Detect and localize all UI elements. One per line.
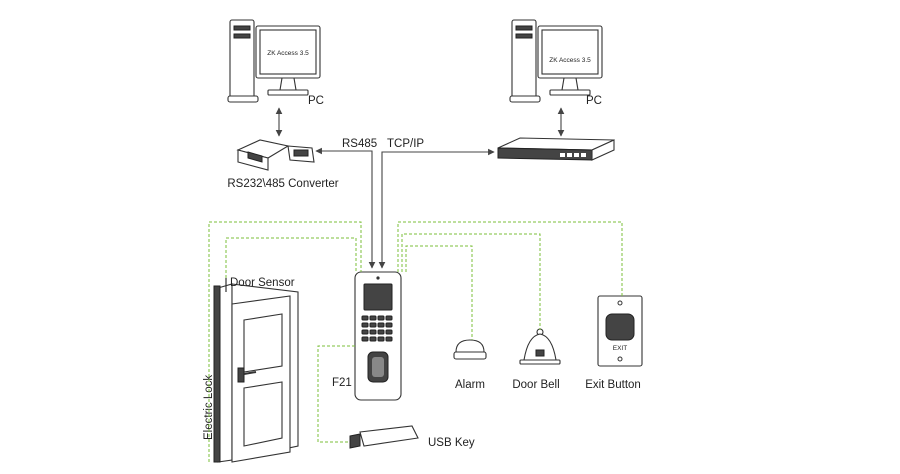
exit-button-label: Exit Button xyxy=(585,379,641,391)
pc-right-label: PC xyxy=(586,95,602,107)
pc-left: ZK Access 3.5 PC xyxy=(227,19,324,107)
exit-screw xyxy=(617,356,623,362)
rs232-485-converter: RS232\485 Converter xyxy=(227,139,339,190)
door-bell-label: Door Bell xyxy=(512,379,559,391)
rs485-line xyxy=(315,147,376,269)
exit-press-button xyxy=(605,313,635,341)
door-panel-lower xyxy=(243,381,283,447)
terminal-sensor xyxy=(376,276,380,280)
switch-port xyxy=(567,153,572,157)
pc-left-label: PC xyxy=(308,95,324,107)
alarm-base xyxy=(453,351,487,360)
pc-right-tower xyxy=(511,19,537,101)
pc-right-drive xyxy=(515,25,533,31)
wire-alarm xyxy=(405,245,473,340)
pc-right-screen xyxy=(541,29,599,75)
converter-port xyxy=(247,151,263,163)
door-panel-upper xyxy=(243,313,283,373)
tcpip-line xyxy=(378,148,495,269)
wire-electric-lock xyxy=(208,221,362,462)
door-sensor-label: Door Sensor xyxy=(230,277,295,289)
pc-left-drive xyxy=(233,33,251,39)
pc-left-keyboard xyxy=(227,95,259,103)
pc-left-drive xyxy=(233,25,251,31)
switch-port xyxy=(574,153,579,157)
wire-usb-key xyxy=(317,345,355,443)
door-bell: Door Bell xyxy=(512,328,561,391)
switch-side xyxy=(591,139,615,161)
exit-button: EXIT Exit Button xyxy=(585,295,643,391)
bell-rim xyxy=(519,359,561,365)
usb-plug xyxy=(349,433,361,449)
exit-text: EXIT xyxy=(613,345,627,352)
f21-terminal: F21 xyxy=(332,271,402,401)
converter-terminal xyxy=(293,149,309,157)
terminal-screen xyxy=(363,283,393,311)
wire-door-bell xyxy=(401,233,541,330)
switch-port xyxy=(560,153,565,157)
electric-lock-strip xyxy=(213,285,221,463)
switch-port xyxy=(581,153,586,157)
pc-right-drive xyxy=(515,33,533,39)
pc-left-tower xyxy=(229,19,255,101)
bell-clapper xyxy=(535,349,545,357)
door-handle xyxy=(243,371,257,375)
usb-key-label: USB Key xyxy=(428,437,475,449)
rs485-label: RS485 xyxy=(342,138,377,150)
alarm: Alarm xyxy=(453,339,487,391)
pc-left-stand xyxy=(279,77,297,91)
usb-body xyxy=(359,425,419,447)
bell-body xyxy=(523,333,557,361)
wire-exit-button xyxy=(397,221,623,296)
pc-right-stand xyxy=(561,77,579,91)
pc-left-screen-text: ZK Access 3.5 xyxy=(267,50,309,57)
pc-right-screen-text: ZK Access 3.5 xyxy=(549,57,591,64)
pc-right: ZK Access 3.5 PC xyxy=(509,19,603,107)
pc-left-base xyxy=(267,89,309,96)
wire-door-sensor xyxy=(225,237,357,278)
usb-key: USB Key xyxy=(349,425,475,449)
exit-screw xyxy=(617,300,623,306)
door: Door Sensor Electric Lock xyxy=(203,277,299,463)
pc-right-keyboard xyxy=(509,95,541,103)
terminal-label: F21 xyxy=(332,377,352,389)
door-lock-plate xyxy=(237,367,245,383)
fingerprint-window xyxy=(372,357,384,377)
alarm-dome xyxy=(455,339,485,353)
pc-left-screen xyxy=(259,29,317,75)
converter-label: RS232\485 Converter xyxy=(227,178,338,190)
tcpip-label: TCP/IP xyxy=(387,138,424,150)
pc-right-base xyxy=(549,89,591,96)
alarm-label: Alarm xyxy=(455,379,485,391)
network-switch xyxy=(497,137,615,161)
terminal-keypad xyxy=(361,315,393,342)
electric-lock-label: Electric Lock xyxy=(203,375,215,440)
